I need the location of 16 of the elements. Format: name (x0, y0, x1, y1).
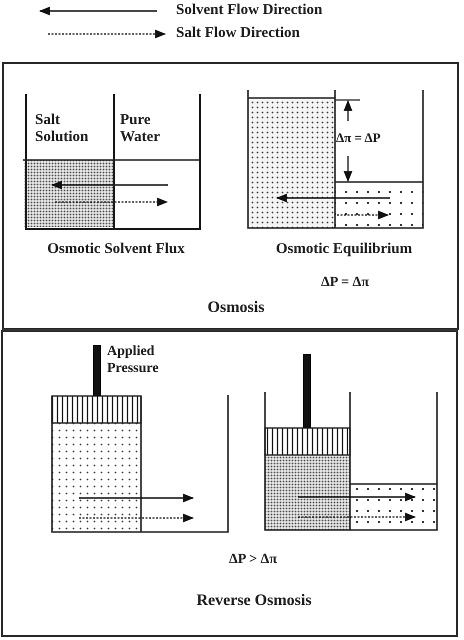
compartment-label: Pure Water (120, 112, 161, 146)
caption: Osmotic Equilibrium (276, 241, 412, 258)
panel-title: Reverse Osmosis (196, 592, 312, 609)
beaker-compartment (115, 94, 201, 230)
legend-text: Solvent Flow Direction (176, 2, 322, 19)
arrow (50, 180, 168, 190)
arrow (55, 198, 168, 206)
equation-label: ΔP = Δπ (321, 274, 369, 291)
panel-box (1, 330, 458, 637)
legend-text: Salt Flow Direction (176, 25, 300, 42)
callout-label: Applied Pressure (107, 343, 160, 377)
beaker-compartment (25, 94, 115, 230)
equation-label: ΔP > Δπ (229, 551, 277, 568)
caption: Osmotic Solvent Flux (47, 241, 185, 258)
panel-title: Osmosis (208, 299, 264, 316)
compartment-label: Salt Solution (35, 112, 90, 146)
